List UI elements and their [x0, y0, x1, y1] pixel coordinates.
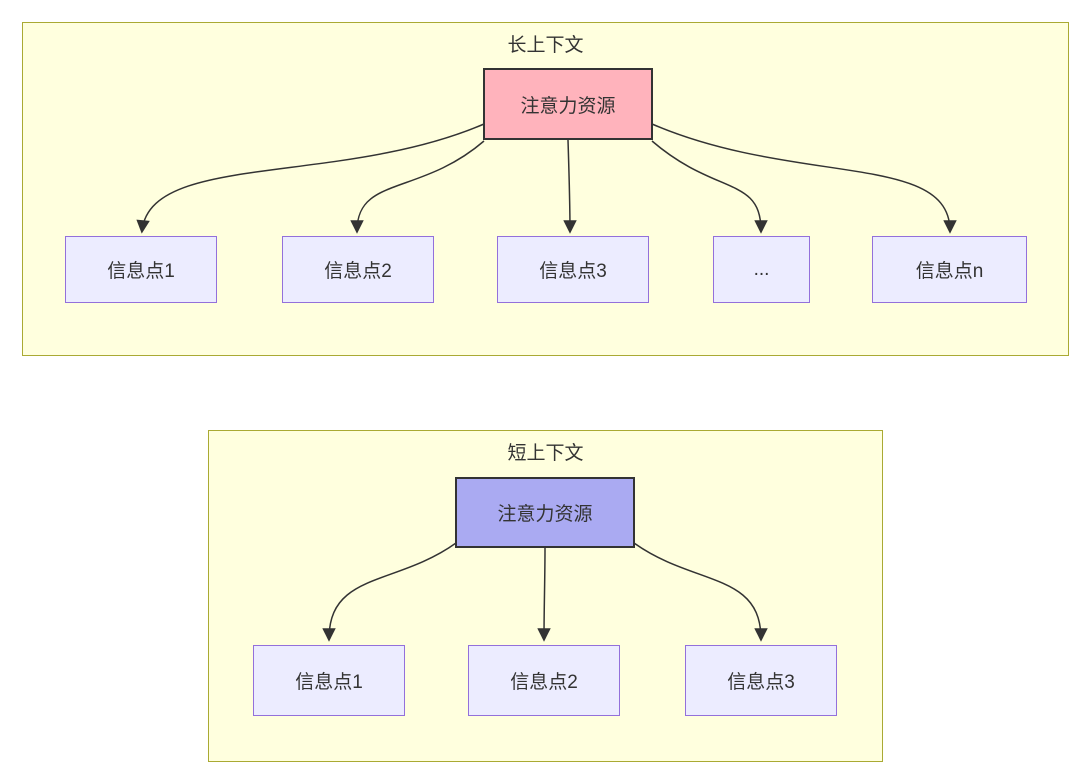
info-node-short-1: 信息点1: [253, 645, 405, 716]
short-context-title: 短上下文: [507, 443, 584, 464]
info-node-long-1: 信息点1: [65, 236, 217, 303]
info-node-short-3-label: 信息点3: [727, 672, 795, 693]
info-node-long-ellipsis-label: ...: [753, 258, 770, 280]
attention-node-long-label: 注意力资源: [520, 95, 616, 117]
info-node-short-1-label: 信息点1: [295, 672, 363, 693]
info-node-short-3: 信息点3: [685, 645, 837, 716]
info-node-long-2-label: 信息点2: [324, 261, 392, 282]
info-node-long-3-label: 信息点3: [539, 261, 607, 282]
info-node-long-3: 信息点3: [497, 236, 649, 303]
long-context-title: 长上下文: [507, 35, 584, 56]
attention-node-short-label: 注意力资源: [497, 504, 593, 525]
info-node-long-ellipsis: ...: [713, 236, 810, 303]
info-node-short-2-label: 信息点2: [510, 672, 578, 693]
attention-node-long: 注意力资源: [483, 68, 653, 140]
info-node-long-1-label: 信息点1: [107, 261, 175, 282]
info-node-long-n-label: 信息点n: [915, 261, 984, 282]
info-node-short-2: 信息点2: [468, 645, 620, 716]
info-node-long-2: 信息点2: [282, 236, 434, 303]
info-node-long-n: 信息点n: [872, 236, 1027, 303]
attention-node-short: 注意力资源: [455, 477, 635, 548]
